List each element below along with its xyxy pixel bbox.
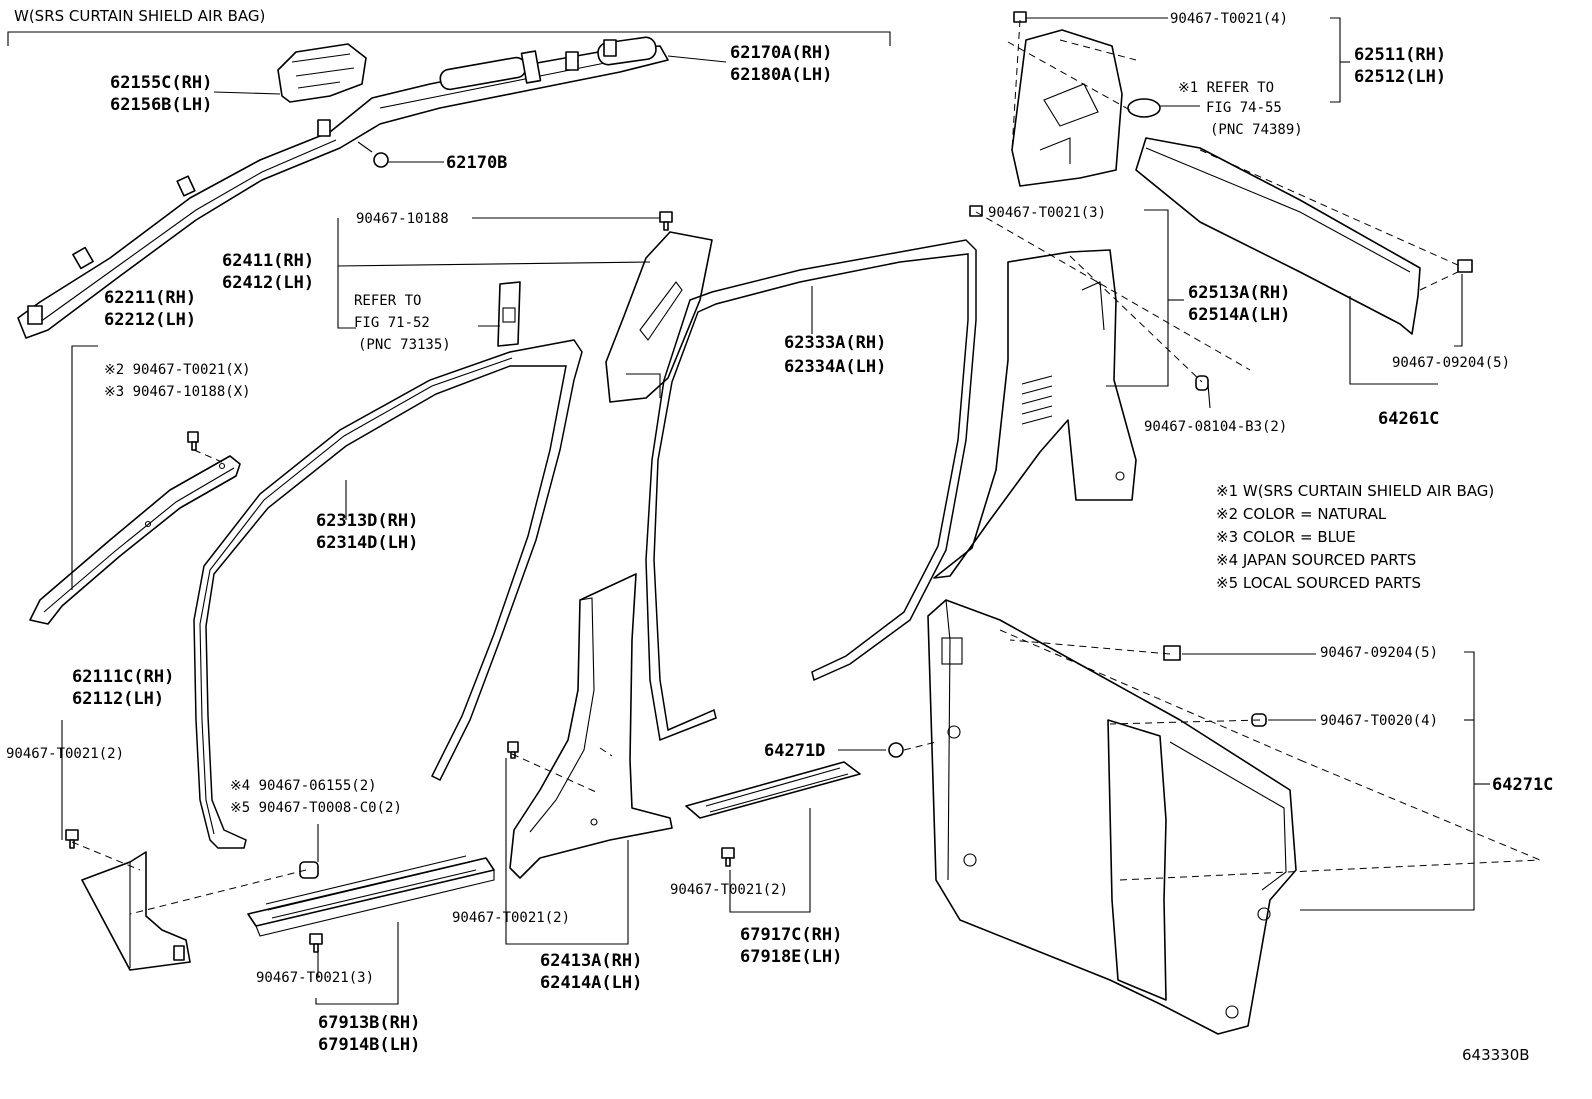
front-door-opening-trim: [193, 339, 583, 849]
label-67918e: 67918E(LH): [740, 947, 842, 967]
label-t0021-2b: 90467-T0021(2): [452, 910, 570, 926]
roof-side-garnish: [1011, 29, 1123, 187]
note-2: ※2 COLOR = NATURAL: [1216, 505, 1387, 523]
curtain-airbag-assembly: [17, 36, 669, 339]
seat-belt-adjuster: [497, 281, 521, 347]
label-62155c: 62155C(RH): [110, 73, 212, 93]
note-4: ※4 JAPAN SOURCED PARTS: [1216, 551, 1416, 569]
label-t0020: 90467-T0020(4): [1320, 713, 1438, 729]
label-t0021-3b: 90467-T0021(3): [256, 970, 374, 986]
note-1: ※1 W(SRS CURTAIN SHIELD AIR BAG): [1216, 482, 1494, 500]
rear-door-opening-trim: [645, 239, 977, 742]
center-pillar-lower-garnish: [509, 573, 673, 879]
label-t0021-2c: 90467-T0021(2): [670, 882, 788, 898]
label-62513a: 62513A(RH): [1188, 283, 1290, 303]
label-62156b: 62156B(LH): [110, 95, 212, 115]
label-62412: 62412(LH): [222, 273, 314, 293]
label-refer-to-b: ※1 REFER TO: [1178, 80, 1274, 96]
label-pnc-73135: (PNC 73135): [358, 337, 451, 353]
label-refer-to-a: REFER TO: [354, 293, 421, 309]
clip-icon: [187, 431, 199, 451]
clip-icon: [659, 211, 673, 231]
note-3: ※3 COLOR = BLUE: [1216, 528, 1356, 546]
label-62512: 62512(LH): [1354, 67, 1446, 87]
illustration-id: 643330B: [1462, 1046, 1530, 1064]
notes-legend: ※1 W(SRS CURTAIN SHIELD AIR BAG) ※2 COLO…: [1216, 482, 1494, 592]
label-62411: 62411(RH): [222, 251, 314, 271]
label-64271d: 64271D: [764, 741, 825, 761]
label-62413a: 62413A(RH): [540, 951, 642, 971]
label-fig-74-55: FIG 74-55: [1206, 100, 1282, 116]
quarter-trim-upper: [933, 249, 1137, 579]
label-62333a: 62333A(RH): [784, 333, 886, 353]
label-67913b: 67913B(RH): [318, 1013, 420, 1033]
label-note5-clip: ※5 90467-T0008-C0(2): [230, 800, 402, 816]
clip-icon: [65, 829, 79, 849]
front-pillar-garnish: [29, 455, 241, 625]
clip-icon: [721, 847, 735, 867]
label-62170a: 62170A(RH): [730, 43, 832, 63]
label-09204b: 90467-09204(5): [1320, 645, 1438, 661]
clip-icon: [1457, 259, 1473, 273]
bolt-62170b-icon: [357, 141, 389, 168]
label-t0021-3a: 90467-T0021(3): [988, 205, 1106, 221]
note-5: ※5 LOCAL SOURCED PARTS: [1216, 574, 1421, 592]
center-pillar-upper-garnish: [605, 231, 713, 403]
clip-icon: [969, 205, 983, 217]
front-scuff-plate: [247, 855, 495, 937]
part-labels: 62155C(RH) 62156B(LH) 62170A(RH) 62180A(…: [6, 11, 1553, 1055]
leader-lines: [61, 17, 1490, 1005]
assembly-dashed-lines: [71, 19, 1541, 915]
clip-icon: [309, 933, 323, 953]
clip-icon: [1163, 645, 1181, 661]
label-62514a: 62514A(LH): [1188, 305, 1290, 325]
pin-08104-icon: [1195, 375, 1209, 391]
label-62313d: 62313D(RH): [316, 511, 418, 531]
label-9046710188: 90467-10188: [356, 211, 449, 227]
label-64271c: 64271C: [1492, 775, 1553, 795]
pin-64271d-icon: [888, 742, 904, 758]
label-note3-clip: ※3 90467-10188(X): [104, 384, 251, 400]
label-64261c: 64261C: [1378, 409, 1439, 429]
cowl-side-trim: [81, 851, 191, 971]
label-fig-71-52: FIG 71-52: [354, 315, 430, 331]
airbag-group-heading: W(SRS CURTAIN SHIELD AIR BAG): [14, 7, 265, 25]
label-t0021-2a: 90467-T0021(2): [6, 746, 124, 762]
label-08104: 90467-08104-B3(2): [1144, 419, 1287, 435]
nut-icon: [299, 861, 319, 879]
label-67914b: 67914B(LH): [318, 1035, 420, 1055]
rear-scuff-plate: [685, 761, 861, 819]
quarter-trim-lower-panel: [927, 599, 1297, 1035]
label-09204a: 90467-09204(5): [1392, 355, 1510, 371]
label-note2-clip: ※2 90467-T0021(X): [104, 362, 251, 378]
label-62211: 62211(RH): [104, 288, 196, 308]
label-62314d: 62314D(LH): [316, 533, 418, 553]
airbag-group-bracket: [7, 31, 891, 46]
label-62111c: 62111C(RH): [72, 667, 174, 687]
label-67917c: 67917C(RH): [740, 925, 842, 945]
label-t0021-4: 90467-T0021(4): [1170, 11, 1288, 27]
curtain-airbag-ref-ellipse: [1127, 98, 1161, 118]
airbag-front-bracket: [277, 43, 367, 103]
label-62180a: 62180A(LH): [730, 65, 832, 85]
label-62414a: 62414A(LH): [540, 973, 642, 993]
roof-side-inner-garnish: [1135, 137, 1421, 335]
label-62511: 62511(RH): [1354, 45, 1446, 65]
label-62112: 62112(LH): [72, 689, 164, 709]
label-pnc-74389: (PNC 74389): [1210, 122, 1303, 138]
label-62212: 62212(LH): [104, 310, 196, 330]
label-note4-clip: ※4 90467-06155(2): [230, 778, 377, 794]
label-62170b: 62170B: [446, 153, 507, 173]
label-62334a: 62334A(LH): [784, 357, 886, 377]
